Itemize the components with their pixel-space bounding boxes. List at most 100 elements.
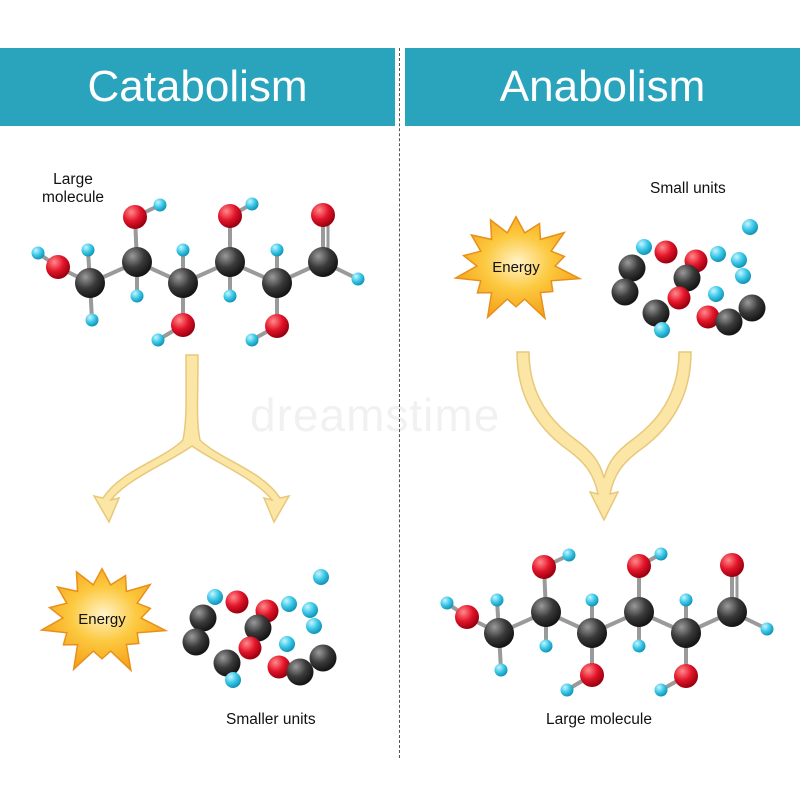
hydrogen-atom (153, 198, 167, 212)
anabolism-title: Anabolism (499, 62, 706, 111)
hydrogen-atom (151, 333, 165, 347)
hydrogen-atom (225, 672, 241, 688)
carbon-atom (577, 618, 607, 648)
hydrogen-atom (654, 547, 668, 561)
hydrogen-atom (490, 593, 504, 607)
oxygen-atom (46, 255, 70, 279)
hydrogen-atom (31, 246, 45, 260)
hydrogen-atom (585, 593, 599, 607)
hydrogen-atom (306, 618, 322, 634)
large-molecule-top (31, 197, 365, 347)
carbon-atom (484, 618, 514, 648)
anabolism-header: Anabolism (405, 48, 800, 126)
smaller-units-label: Smaller units (226, 711, 316, 728)
hydrogen-atom (636, 239, 652, 255)
oxygen-atom (455, 605, 479, 629)
oxygen-atom (532, 555, 556, 579)
smaller-units-cluster (182, 569, 337, 688)
oxygen-atom (238, 636, 262, 660)
small-units-cluster (611, 219, 766, 338)
carbon-atom (618, 254, 646, 282)
hydrogen-atom (130, 289, 144, 303)
catabolism-title: Catabolism (87, 62, 308, 111)
carbon-atom (309, 644, 337, 672)
energy-label-right: Energy (492, 259, 540, 276)
split-arrow (92, 354, 291, 524)
small-units-label: Small units (650, 180, 726, 197)
hydrogen-atom (281, 596, 297, 612)
hydrogen-atom (176, 243, 190, 257)
hydrogen-atom (654, 683, 668, 697)
hydrogen-atom (81, 243, 95, 257)
oxygen-atom (696, 305, 720, 329)
carbon-atom (531, 597, 561, 627)
hydrogen-atom (731, 252, 747, 268)
carbon-atom (715, 308, 743, 336)
hydrogen-atom (245, 197, 259, 211)
oxygen-atom (218, 204, 242, 228)
hydrogen-atom (279, 636, 295, 652)
carbon-atom (624, 597, 654, 627)
panel-divider (399, 48, 400, 758)
large-molecule-label-top: Large molecule (41, 171, 105, 206)
hydrogen-atom (313, 569, 329, 585)
hydrogen-atom (632, 639, 646, 653)
oxygen-atom (667, 286, 691, 310)
energy-burst-right: Energy (453, 215, 583, 321)
hydrogen-atom (494, 663, 508, 677)
oxygen-atom (123, 205, 147, 229)
hydrogen-atom (710, 246, 726, 262)
oxygen-atom (267, 655, 291, 679)
merge-arrow (516, 351, 692, 522)
hydrogen-atom (85, 313, 99, 327)
carbon-atom (673, 264, 701, 292)
carbon-atom (738, 294, 766, 322)
carbon-atom (122, 247, 152, 277)
large-molecule-label-bottom: Large molecule (546, 711, 652, 728)
hydrogen-atom (440, 596, 454, 610)
oxygen-atom (311, 203, 335, 227)
watermark-text: dreamstime (250, 389, 501, 441)
carbon-atom (642, 299, 670, 327)
catabolism-header: Catabolism (0, 48, 395, 126)
carbon-atom (182, 628, 210, 656)
energy-label-left: Energy (78, 611, 126, 628)
hydrogen-atom (351, 272, 365, 286)
large-molecule-bottom (440, 547, 774, 697)
carbon-atom (286, 658, 314, 686)
oxygen-atom (265, 314, 289, 338)
hydrogen-atom (560, 683, 574, 697)
hydrogen-atom (760, 622, 774, 636)
oxygen-atom (627, 554, 651, 578)
hydrogen-atom (539, 639, 553, 653)
energy-burst-left: Energy (39, 567, 169, 673)
oxygen-atom (225, 590, 249, 614)
hydrogen-atom (654, 322, 670, 338)
carbon-atom (308, 247, 338, 277)
oxygen-atom (171, 313, 195, 337)
oxygen-atom (720, 553, 744, 577)
hydrogen-atom (245, 333, 259, 347)
hydrogen-atom (562, 548, 576, 562)
carbon-atom (611, 278, 639, 306)
carbon-atom (215, 247, 245, 277)
carbon-atom (213, 649, 241, 677)
oxygen-atom (654, 240, 678, 264)
hydrogen-atom (270, 243, 284, 257)
carbon-atom (168, 268, 198, 298)
oxygen-atom (674, 664, 698, 688)
hydrogen-atom (302, 602, 318, 618)
hydrogen-atom (679, 593, 693, 607)
carbon-atom (75, 268, 105, 298)
hydrogen-atom (207, 589, 223, 605)
carbon-atom (717, 597, 747, 627)
hydrogen-atom (708, 286, 724, 302)
carbon-atom (244, 614, 272, 642)
hydrogen-atom (223, 289, 237, 303)
oxygen-atom (580, 663, 604, 687)
hydrogen-atom (735, 268, 751, 284)
carbon-atom (671, 618, 701, 648)
carbon-atom (262, 268, 292, 298)
hydrogen-atom (742, 219, 758, 235)
